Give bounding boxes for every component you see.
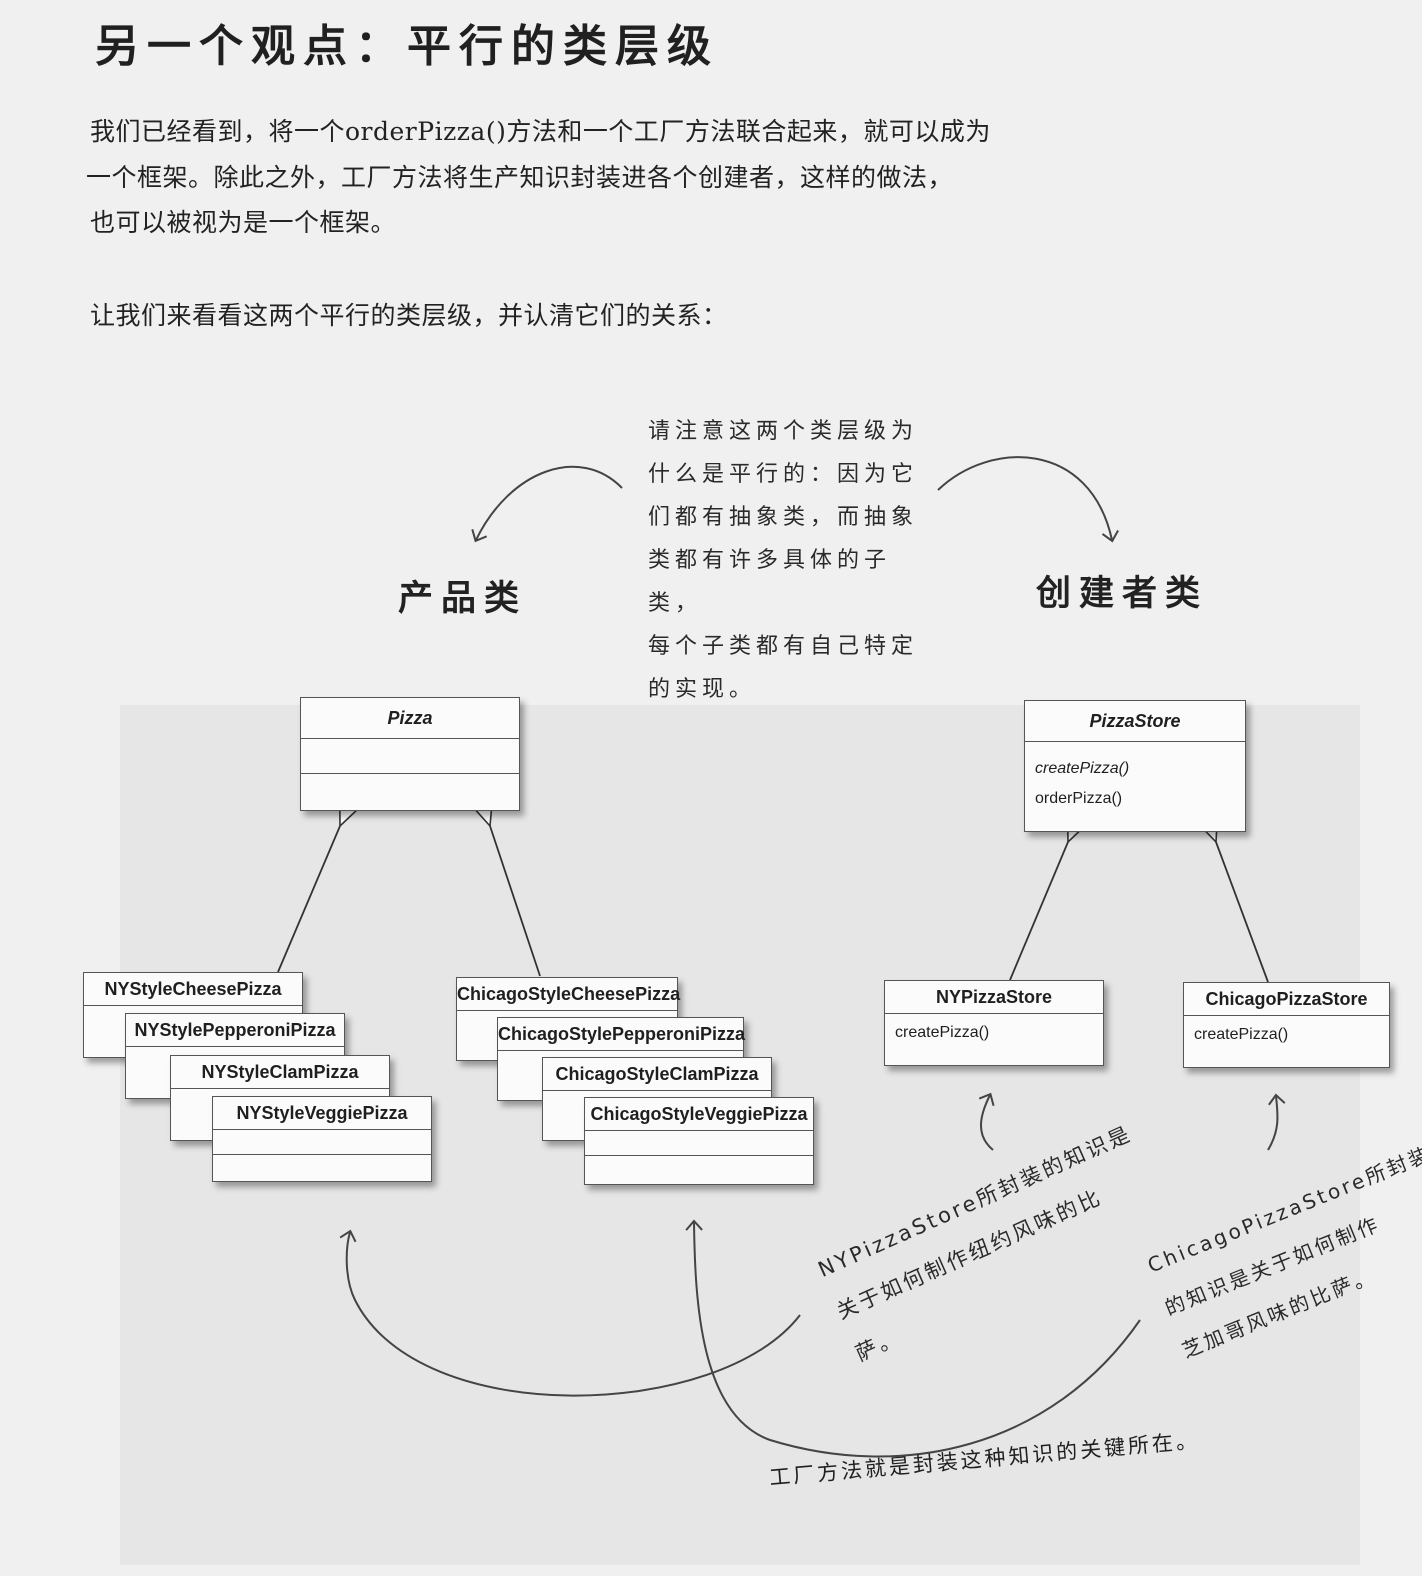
class-name: NYPizzaStore [885, 981, 1103, 1014]
inherit-line-ny-store [1009, 842, 1068, 981]
chicagopizzastore-class-box: ChicagoPizzaStore createPizza() [1183, 982, 1390, 1068]
nypizzastore-class-box: NYPizzaStore createPizza() [884, 980, 1104, 1066]
product-classes-label: 产品类 [398, 579, 528, 619]
inherit-line-ny-pizza [277, 826, 340, 973]
long-arrow-chicago-products [685, 1219, 1141, 1458]
class-name: ChicagoStylePepperoniPizza [498, 1018, 745, 1051]
inherit-line-chicago-store [1216, 842, 1269, 983]
parallel-note: 请注意这两个类层级为 什么是平行的：因为它 们都有抽象类，而抽象 类都有许多具体… [648, 419, 919, 702]
pizzastore-class-name: PizzaStore [1025, 701, 1245, 742]
page-title: 另一个观点：平行的类层级 [95, 21, 719, 72]
intro-line-3: 也可以被视为是一个框架。 [90, 208, 397, 237]
class-name: NYStyleCheesePizza [84, 973, 302, 1006]
pizza-class-name: Pizza [301, 698, 519, 739]
class-name: ChicagoPizzaStore [1184, 983, 1389, 1016]
pizza-class-box: Pizza [300, 697, 520, 811]
intro-line-2: 一个框架。除此之外，工厂方法将生产知识封装进各个创建者，这样的做法， [86, 163, 954, 192]
pizzastore-class-box: PizzaStore createPizza() orderPizza() [1024, 700, 1246, 832]
method-create-pizza: createPizza() [895, 1024, 990, 1041]
class-name: NYStyleVeggiePizza [213, 1097, 431, 1130]
chicago-veggie-pizza-box: ChicagoStyleVeggiePizza [584, 1097, 814, 1185]
inherit-line-chicago-pizza [490, 826, 541, 977]
method-order-pizza: orderPizza() [1035, 790, 1123, 807]
method-create-pizza: createPizza() [1194, 1026, 1289, 1043]
class-name: ChicagoStyleCheesePizza [457, 978, 680, 1011]
class-name: NYStylePepperoniPizza [126, 1014, 344, 1047]
method-create-pizza: createPizza() [1035, 760, 1130, 777]
curve-arrow-left [471, 465, 623, 543]
long-arrow-ny-products [339, 1229, 801, 1397]
intro-line-1: 我们已经看到，将一个orderPizza()方法和一个工厂方法联合起来，就可以成… [90, 117, 991, 146]
class-name: NYStyleClamPizza [171, 1056, 389, 1089]
intro-line-4: 让我们来看看这两个平行的类层级，并认清它们的关系： [90, 301, 728, 330]
curve-arrow-right [937, 456, 1119, 543]
class-name: ChicagoStyleVeggiePizza [585, 1098, 813, 1131]
creator-classes-label: 创建者类 [1036, 574, 1209, 614]
up-arrow-ny-store [978, 1092, 995, 1151]
class-name: ChicagoStyleClamPizza [543, 1058, 771, 1091]
ny-veggie-pizza-box: NYStyleVeggiePizza [212, 1096, 432, 1182]
up-arrow-chicago-store [1267, 1093, 1286, 1151]
